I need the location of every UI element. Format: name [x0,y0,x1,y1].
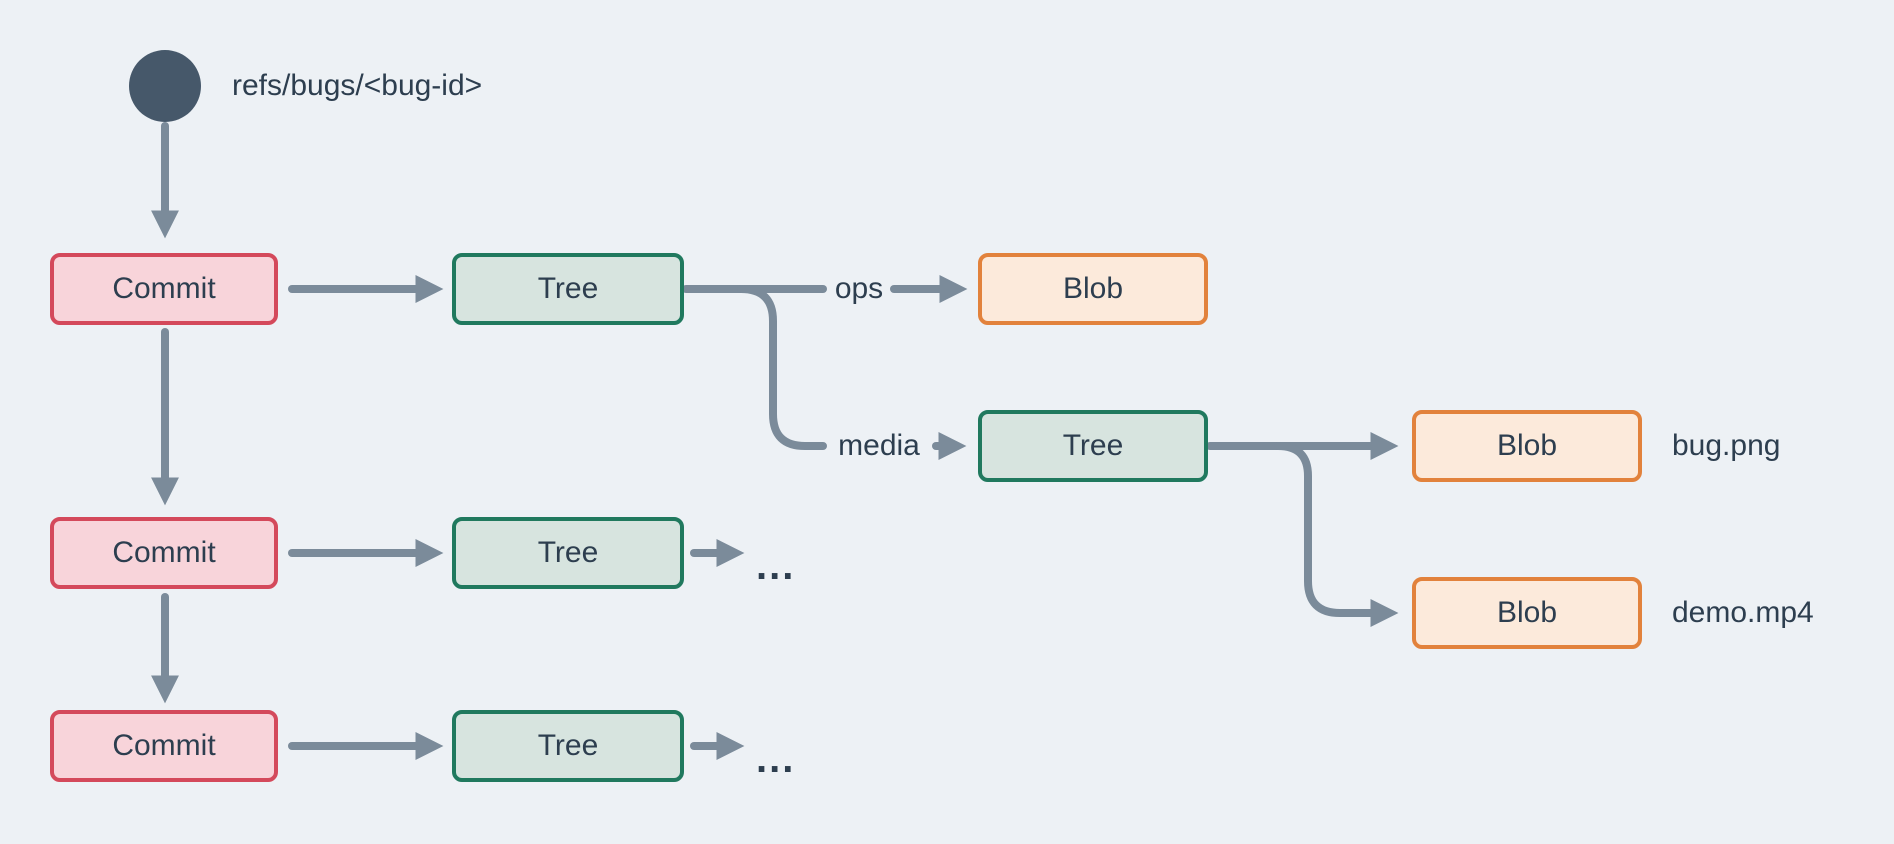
blob-node-demo: Blob [1412,577,1642,649]
file-label-demo-mp4: demo.mp4 [1672,596,1814,629]
edge-tree-media-branch-to-blob-demo [1274,442,1399,627]
commit-node-3: Commit [50,710,278,782]
blob-node-ops: Blob [978,253,1208,325]
edge-tree-root-branch-to-media-label [737,285,827,450]
blob-node-bug: Blob [1412,410,1642,482]
ref-label: refs/bugs/<bug-id> [232,69,483,102]
ellipsis-row2: ... [756,544,796,588]
tree-node-row2: Tree [452,517,684,589]
file-label-bug-png: bug.png [1672,429,1781,462]
edge-label-media: media [838,429,920,462]
tree-node-row3: Tree [452,710,684,782]
tree-node-root: Tree [452,253,684,325]
edge-label-ops: ops [834,272,884,305]
commit-node-1: Commit [50,253,278,325]
ref-circle [129,50,201,122]
commit-node-2: Commit [50,517,278,589]
tree-node-media: Tree [978,410,1208,482]
ellipsis-row3: ... [756,737,796,781]
